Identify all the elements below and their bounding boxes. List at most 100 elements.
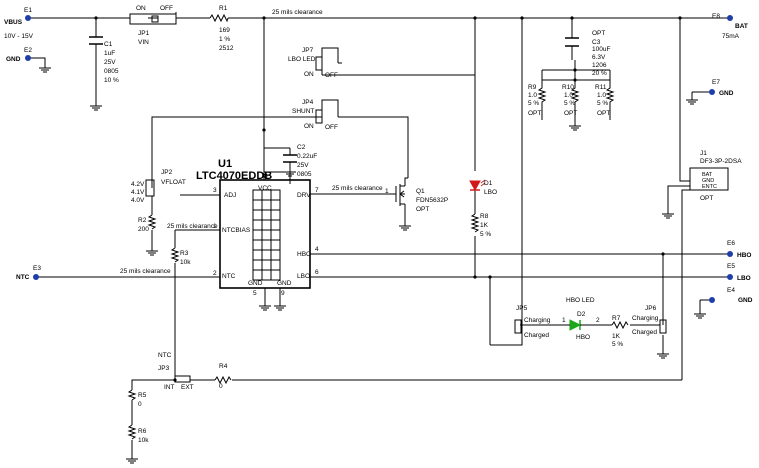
e4-net: GND — [738, 297, 753, 304]
r11-ref: R11 — [595, 84, 607, 91]
jp4-net: SHUNT — [292, 108, 314, 115]
u1-body — [219, 179, 311, 289]
d2-pin2: 2 — [596, 317, 600, 324]
r4-body — [214, 375, 232, 385]
jp7-body — [315, 56, 323, 71]
j1-opt: OPT — [700, 195, 713, 202]
jp4-ref: JP4 — [302, 99, 314, 106]
jp1-off: OFF — [160, 5, 173, 12]
d1-led — [469, 179, 486, 192]
q1-opt: OPT — [416, 206, 429, 213]
u1-exposed-pad — [252, 189, 281, 281]
r7-body — [611, 320, 629, 330]
e1-sub: 10V - 15V — [4, 33, 34, 40]
d2-ref: D2 — [577, 311, 586, 318]
u1-pin-lbo: LBO — [297, 273, 310, 280]
r8-t: 5 % — [480, 231, 491, 238]
e7-ref: E7 — [712, 79, 720, 86]
r4-v: 0 — [219, 383, 223, 390]
jp7-ref: JP7 — [302, 47, 314, 54]
u1-num-drv: 7 — [315, 187, 319, 194]
u1-ic — [210, 172, 318, 289]
r6-body — [127, 424, 137, 440]
e6-net: HBO — [737, 252, 751, 259]
r5-v: 0 — [138, 401, 142, 408]
r8-v: 1K — [480, 222, 489, 229]
u1-pin-gnd1: GND — [248, 280, 263, 287]
d2-title: HBO LED — [566, 297, 595, 304]
u1-pin-gnd2: GND — [277, 280, 292, 287]
u1-pin-hbo: HBO — [297, 251, 311, 258]
jp6-b: Charged — [632, 329, 657, 336]
r9-body — [537, 80, 547, 110]
jp1-net: VIN — [138, 39, 149, 46]
turret-e5 — [727, 274, 733, 280]
turret-e4 — [709, 297, 715, 303]
r4-ref: R4 — [219, 363, 228, 370]
d1-v: LBO — [484, 189, 497, 196]
u1-ref: U1 — [218, 158, 232, 170]
jp2-net: VFLOAT — [161, 179, 186, 186]
r5-ref: R5 — [138, 392, 147, 399]
turret-e6 — [727, 251, 733, 257]
turret-e3 — [33, 274, 39, 280]
r3-v: 10k — [180, 259, 191, 266]
jp1-ref: JP1 — [138, 30, 150, 37]
r1-v: 169 — [219, 27, 230, 34]
jp4-body — [315, 109, 323, 124]
r9-ref: R9 — [528, 84, 537, 91]
jp6-a: Charging — [632, 315, 659, 322]
ground-e2 — [39, 58, 51, 73]
r1-body — [209, 13, 229, 23]
clearance-note-c: 25 mils clearance — [120, 268, 171, 275]
e8-sub: 75mA — [722, 33, 740, 40]
resistors — [127, 13, 629, 440]
q1-pin1: 1 — [385, 188, 389, 195]
turret-e8 — [727, 15, 733, 21]
e2-net: GND — [6, 56, 21, 63]
r5-body — [127, 389, 137, 401]
e8-net: BAT — [735, 23, 748, 30]
clearance-note-d: 25 mils clearance — [332, 185, 383, 192]
jp3-ext: EXT — [181, 384, 194, 391]
c3-body — [565, 37, 579, 47]
jp4-off: OFF — [325, 124, 338, 131]
u1-num-ntc: 2 — [213, 270, 217, 277]
jp2-v3: 4.0V — [131, 197, 145, 204]
q1-ref: Q1 — [416, 188, 425, 195]
r10-opt: OPT — [564, 110, 577, 117]
c3-opt: OPT — [592, 30, 605, 37]
c2-t: 25V — [297, 162, 309, 169]
jp7-net: LBO LED — [288, 56, 316, 63]
r11-opt: OPT — [597, 110, 610, 117]
jp4-on: ON — [304, 123, 314, 130]
u1-num-vcc: 8 — [264, 173, 268, 180]
jumpers — [129, 13, 667, 383]
turret-e2 — [25, 55, 31, 61]
r2-body — [147, 214, 157, 230]
d2-led — [560, 319, 590, 331]
e8-ref: E8 — [712, 13, 720, 20]
u1-num-hbo: 4 — [315, 246, 319, 253]
u1-pin-vcc: VCC — [258, 185, 272, 192]
jp6-body — [659, 319, 667, 334]
jp2-body — [145, 179, 155, 197]
jp3-body — [174, 375, 191, 383]
turrets — [25, 15, 733, 303]
junctions — [94, 16, 682, 382]
e5-ref: E5 — [727, 263, 735, 270]
c1-e: 10 % — [104, 77, 119, 84]
capacitors — [89, 36, 579, 163]
r11-body — [605, 80, 615, 110]
u1-num-adj: 3 — [213, 187, 217, 194]
jp7-off: OFF — [325, 72, 338, 79]
u1-num-lbo: 6 — [315, 269, 319, 276]
d2-v: HBO — [576, 334, 590, 341]
j1-body — [689, 167, 729, 191]
r1-p: 2512 — [219, 45, 234, 52]
e5-net: LBO — [737, 275, 751, 282]
clearance-note-a: 25 mils clearance — [272, 9, 323, 16]
u1-num-gnd1: 5 — [253, 290, 257, 297]
jp2-ref: JP2 — [161, 169, 173, 176]
j1-connector — [689, 167, 729, 191]
